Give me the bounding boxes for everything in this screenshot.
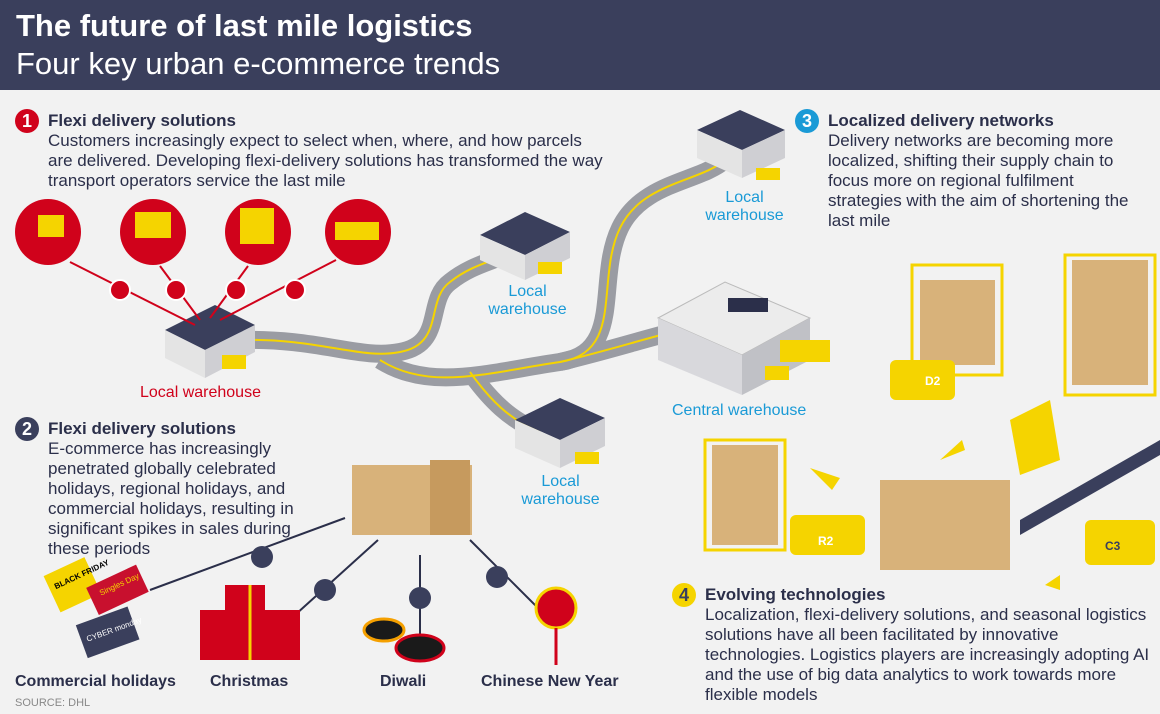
local-warehouse-red [165, 305, 255, 378]
section-2-body: E-commerce has increasingly penetrated g… [48, 439, 294, 558]
section-4-badge: 4 [672, 583, 696, 607]
section-1-body: Customers increasingly expect to select … [48, 131, 603, 190]
christmas-gifts-icon [200, 585, 300, 660]
section-1: Flexi delivery solutions Customers incre… [48, 111, 608, 191]
section-4-heading: Evolving technologies [705, 585, 886, 604]
chinese-lantern-icon [534, 586, 578, 665]
automated-warehouse [703, 253, 1160, 590]
diwali-label: Diwali [380, 673, 427, 690]
section-3-body: Delivery networks are becoming more loca… [828, 131, 1129, 230]
commercial-holidays-label: Commercial holidays [15, 673, 176, 690]
commercial-holidays-tags [43, 557, 149, 659]
header-banner: The future of last mile logistics Four k… [0, 0, 1160, 90]
section-1-heading: Flexi delivery solutions [48, 111, 237, 130]
section-4: Evolving technologies Localization, flex… [705, 585, 1150, 705]
section-4-body: Localization, flexi-delivery solutions, … [705, 605, 1150, 704]
section-2-badge: 2 [15, 417, 39, 441]
section-1-badge: 1 [15, 109, 39, 133]
delivery-options [15, 199, 391, 326]
local-warehouse-3 [515, 398, 605, 468]
section-3-heading: Localized delivery networks [828, 111, 1054, 130]
parcel-pallet-stack [352, 460, 472, 535]
local-warehouse-1 [480, 212, 570, 280]
section-3-badge: 3 [795, 109, 819, 133]
robot-r2-label: R2 [818, 534, 834, 548]
local-warehouse-red-label: Local warehouse [140, 384, 261, 401]
central-warehouse [656, 281, 830, 395]
local-warehouse-2 [697, 110, 785, 180]
local-warehouse-3-label: Local warehouse [521, 473, 600, 508]
section-2: Flexi delivery solutions E-commerce has … [48, 419, 323, 559]
christmas-label: Christmas [210, 673, 289, 690]
section-3: Localized delivery networks Delivery net… [828, 111, 1148, 231]
chinese-new-year-label: Chinese New Year [481, 673, 619, 690]
robot-c3-label: C3 [1105, 539, 1121, 553]
local-warehouse-1-label: Local warehouse [488, 283, 567, 318]
diwali-lamps-icon [362, 617, 446, 663]
section-2-heading: Flexi delivery solutions [48, 419, 237, 438]
page-subtitle: Four key urban e-commerce trends [16, 46, 501, 81]
robot-d2-label: D2 [925, 374, 941, 388]
central-warehouse-label: Central warehouse [672, 402, 807, 419]
holiday-arrows [149, 517, 541, 650]
source-note: SOURCE: DHL [15, 697, 91, 709]
page-title: The future of last mile logistics [16, 8, 473, 43]
local-warehouse-2-label: Local warehouse [705, 189, 784, 224]
